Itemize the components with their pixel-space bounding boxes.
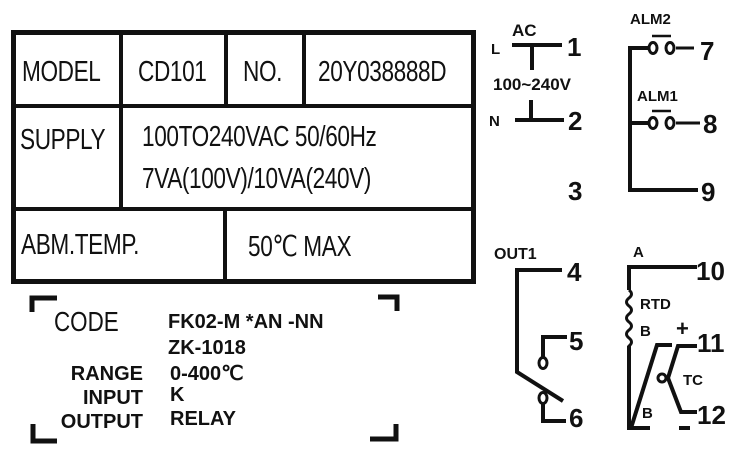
terminal-11: 11 — [697, 328, 725, 358]
table-divider-no — [302, 30, 306, 108]
input-value: K — [170, 384, 185, 406]
alarm1-label: ALM1 — [637, 88, 678, 105]
alarm2-label: ALM2 — [630, 11, 671, 28]
tc-negative-lead — [665, 344, 697, 414]
terminal-5: 5 — [569, 326, 583, 356]
alarm1-contact-a — [647, 116, 659, 130]
alarm2-contact-b — [664, 41, 676, 55]
ambient-label: ABM.TEMP. — [21, 231, 172, 260]
terminal-7: 7 — [700, 36, 714, 66]
relay-contact-5-terminal — [537, 356, 549, 370]
terminal-2: 2 — [568, 106, 582, 136]
rtd-coil-icon — [625, 288, 633, 350]
model-value-text: CD101 — [138, 56, 207, 88]
supply-label: SUPPLY — [20, 126, 129, 155]
code-value-line2: ZK-1018 — [168, 337, 246, 359]
model-label: MODEL — [22, 58, 123, 87]
alarm2-contact-a — [647, 41, 659, 55]
power-line-label: L — [491, 41, 500, 58]
terminal-3: 3 — [568, 176, 582, 206]
output-title: OUT1 — [494, 246, 537, 263]
bracket-top-left — [29, 295, 57, 312]
number-value: 20Y038888D — [318, 58, 482, 87]
tc-positive-lead — [629, 343, 672, 429]
model-value: CD101 — [138, 58, 226, 87]
spec-table — [11, 30, 476, 284]
supply-line1-text: 100TO240VAC 50/60Hz — [142, 121, 377, 153]
number-value-text: 20Y038888D — [318, 56, 447, 88]
code-label-text: CODE — [54, 306, 119, 337]
rtd-label: RTD — [640, 296, 671, 313]
number-label-text: NO. — [243, 56, 283, 88]
bracket-bottom-left — [30, 424, 57, 444]
rtd-b-upper-label: B — [640, 323, 651, 340]
terminal-12: 12 — [697, 400, 726, 430]
rtd-b-line — [627, 346, 650, 430]
supply-label-text: SUPPLY — [20, 124, 106, 156]
terminal-9: 9 — [701, 177, 715, 207]
ambient-value-text: 50℃ MAX — [248, 231, 352, 263]
bracket-bottom-right — [370, 424, 399, 442]
table-divider-row2 — [11, 207, 476, 211]
rtd-a-line — [627, 265, 697, 290]
model-label-text: MODEL — [22, 56, 101, 88]
tc-junction — [656, 372, 668, 384]
alarm-common-bus — [628, 46, 698, 192]
output-value: RELAY — [170, 408, 236, 430]
power-neutral-label: N — [489, 113, 500, 130]
relay-contact-6-terminal — [537, 391, 549, 405]
power-voltage: 100~240V — [493, 75, 572, 94]
number-label: NO. — [243, 58, 293, 87]
relay-contact-6 — [541, 403, 566, 423]
terminal-4: 4 — [567, 257, 582, 287]
table-divider-model — [119, 30, 123, 210]
table-divider-cd101 — [224, 30, 228, 108]
ambient-value: 50℃ MAX — [248, 233, 380, 262]
tc-label: TC — [683, 372, 703, 389]
relay-contact-5 — [541, 335, 567, 357]
alarm1-contact-b — [664, 116, 676, 130]
output-label: OUTPUT — [60, 411, 143, 433]
ambient-label-text: ABM.TEMP. — [21, 229, 139, 261]
tc-plus-label: + — [676, 316, 689, 341]
relay-common-pole — [515, 268, 565, 403]
supply-line2: 7VA(100V)/10VA(240V) — [142, 165, 436, 194]
table-divider-temp — [223, 207, 227, 284]
power-title: AC — [512, 21, 537, 40]
bracket-top-right — [378, 294, 400, 311]
rtd-a-label: A — [633, 244, 644, 261]
table-divider-row1 — [11, 104, 476, 108]
supply-line2-text: 7VA(100V)/10VA(240V) — [142, 163, 372, 195]
terminal-10: 10 — [696, 256, 725, 286]
terminal-1: 1 — [567, 32, 581, 62]
range-value: 0-400℃ — [170, 363, 244, 385]
rtd-b-lower-label: B — [642, 405, 653, 422]
code-label: CODE — [54, 308, 135, 336]
terminal-8: 8 — [703, 109, 717, 139]
input-label: INPUT — [83, 387, 143, 409]
terminal-6: 6 — [569, 403, 583, 433]
range-label: RANGE — [70, 363, 143, 385]
code-value-line1: FK02-M *AN -NN — [168, 311, 324, 333]
supply-line1: 100TO240VAC 50/60Hz — [142, 123, 443, 152]
